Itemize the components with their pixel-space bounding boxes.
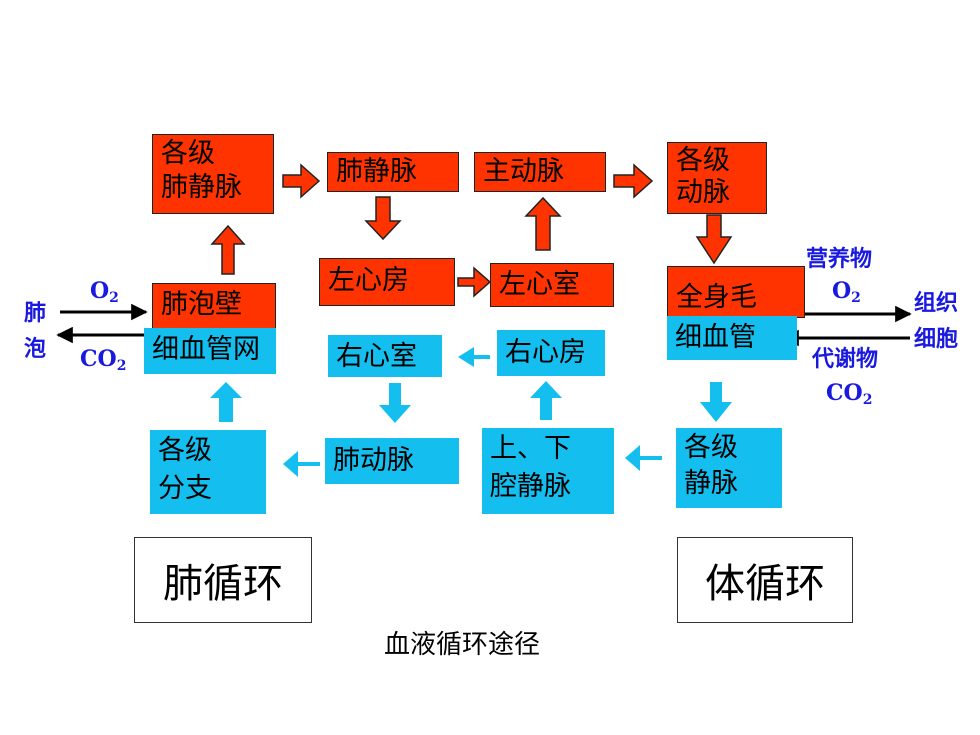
frame-pulmonary-circulation: 肺循环: [134, 537, 312, 623]
red-arrow-right-3: [457, 266, 492, 298]
node-alveolar-capillary-bottom: 细血管网: [144, 328, 276, 374]
node-vena-cava: 上、下 腔静脉: [482, 428, 614, 514]
node-pulmonary-artery: 肺动脉: [325, 438, 459, 484]
cyan-arrow-down-1: [379, 383, 411, 423]
node-left-ventricle: 左心室: [490, 263, 614, 307]
label-waste: 代谢物: [812, 346, 879, 372]
node-right-ventricle: 右心室: [328, 335, 442, 377]
label-tissue-2: 细胞: [914, 326, 959, 352]
red-arrow-right-1: [282, 163, 321, 199]
node-veins: 各级 静脉: [676, 428, 782, 508]
node-lung-artery-branches: 各级 分支: [150, 430, 266, 514]
node-pulmonary-vein: 肺静脉: [327, 152, 459, 192]
red-arrow-down-1: [364, 196, 402, 241]
label-o2-right: O2: [832, 278, 861, 306]
label-tissue-1: 组织: [914, 290, 959, 316]
label-nutrients: 营养物: [806, 246, 873, 272]
frame-systemic-circulation: 体循环: [677, 537, 853, 623]
cyan-arrow-left-1: [458, 347, 490, 367]
red-arrow-down-2: [695, 214, 733, 265]
node-lung-vein-branches: 各级 肺静脉: [152, 134, 274, 214]
label-o2-left: O2: [90, 278, 119, 306]
red-arrow-right-2: [613, 163, 654, 199]
label-co2-left: CO2: [80, 346, 127, 374]
node-body-capillary-bottom: 细血管: [667, 316, 797, 360]
cyan-arrow-up-1: [210, 382, 242, 422]
node-alveolar-capillary-top: 肺泡壁毛: [152, 283, 276, 358]
cyan-arrow-left-2: [283, 451, 320, 477]
cyan-arrow-up-2: [530, 381, 562, 420]
label-co2-right: CO2: [826, 380, 873, 408]
cyan-arrow-left-3: [625, 445, 662, 471]
node-right-atrium: 右心房: [497, 330, 605, 376]
cyan-arrow-down-2: [700, 382, 732, 422]
node-aorta: 主动脉: [474, 152, 606, 192]
diagram-caption: 血液循环途径: [384, 630, 541, 660]
red-arrow-up-2: [524, 196, 562, 251]
node-body-capillary-top: 全身毛: [667, 266, 805, 318]
label-lung-2: 泡: [24, 336, 47, 362]
node-left-atrium: 左心房: [319, 258, 455, 306]
node-arteries: 各级 动脉: [667, 142, 767, 214]
red-arrow-up-1: [210, 224, 246, 275]
label-lung-1: 肺: [24, 300, 47, 326]
